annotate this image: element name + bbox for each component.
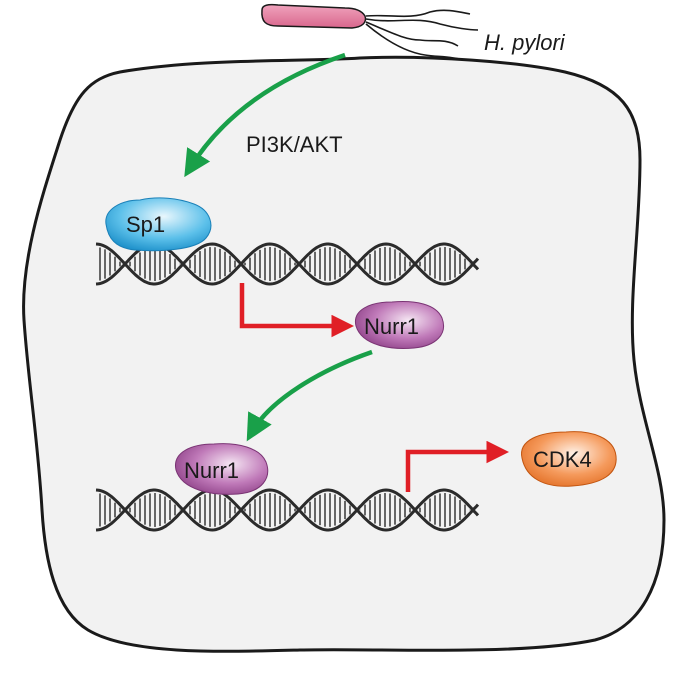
bacterium-label: H. pylori <box>484 30 566 55</box>
sp1-protein: Sp1 <box>105 197 212 252</box>
h-pylori-bacterium <box>261 3 479 61</box>
sp1-label: Sp1 <box>126 212 165 237</box>
cell-outline <box>22 55 666 653</box>
expression-arrow-nurr1 <box>239 283 354 338</box>
activation-arrow-pi3k <box>184 52 346 178</box>
cdk4-label: CDK4 <box>533 447 592 472</box>
activation-arrow-nurr1 <box>246 349 373 442</box>
cdk4-protein: CDK4 <box>521 431 617 487</box>
nurr1-bound-label: Nurr1 <box>184 458 239 483</box>
dna-helix-lower <box>95 488 480 532</box>
nurr1-product-label: Nurr1 <box>364 314 419 339</box>
flagella-icon <box>365 9 479 61</box>
nurr1-product-protein: Nurr1 <box>354 301 444 349</box>
nurr1-bound-protein: Nurr1 <box>175 443 269 495</box>
expression-arrow-cdk4 <box>405 440 509 492</box>
pathway-label: PI3K/AKT <box>246 132 343 157</box>
